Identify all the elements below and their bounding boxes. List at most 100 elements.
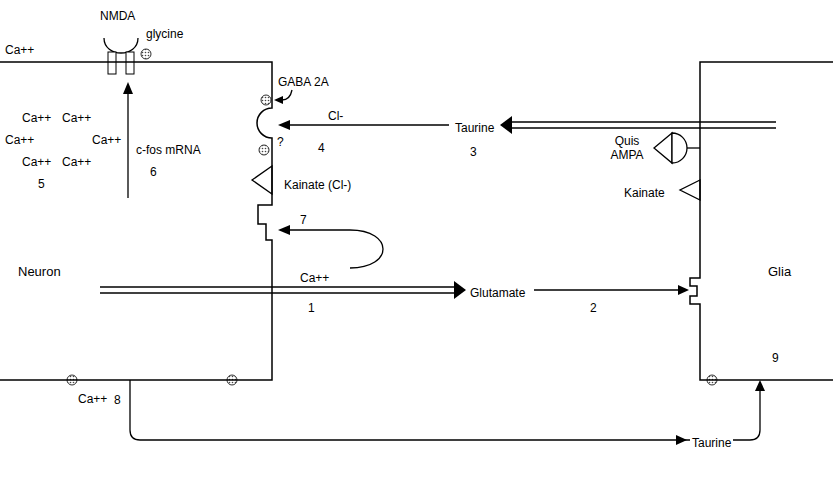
callout-number: 7 xyxy=(300,213,307,227)
label-holder: 7 xyxy=(300,210,307,228)
label-holder: Ca++ xyxy=(78,389,107,407)
label-holder: Ca++ xyxy=(5,40,34,58)
label-text: Kainate (Cl-) xyxy=(284,178,351,192)
double-arrow xyxy=(512,121,776,122)
label-holder: 4 xyxy=(318,138,325,156)
label-holder: 8 xyxy=(114,390,121,408)
nmda-channel xyxy=(108,52,116,74)
label-holder: Kainate (Cl-) xyxy=(284,175,351,193)
label-holder: Cl- xyxy=(328,106,343,124)
label-text: GABA 2A xyxy=(278,75,329,89)
arrow-head xyxy=(500,116,512,134)
label-holder: c-fos mRNA xyxy=(136,140,201,158)
callout-number: 9 xyxy=(772,351,779,365)
label-text: Quis AMPA xyxy=(604,134,650,162)
label-holder: Taurine xyxy=(690,433,733,451)
arrow-line xyxy=(127,92,128,198)
cell-name: Glia xyxy=(768,265,791,279)
label-text: Ca++ xyxy=(78,392,107,406)
membrane-line xyxy=(690,62,833,380)
callout-number: 1 xyxy=(308,301,315,315)
label-text: NMDA xyxy=(100,9,135,23)
label-text: Taurine xyxy=(455,121,494,135)
label-holder: Ca++ xyxy=(5,130,34,148)
callout-number: 2 xyxy=(590,301,597,315)
label-holder: Quis AMPA xyxy=(604,134,650,163)
label-holder: Ca++ xyxy=(22,152,51,170)
binding-site xyxy=(259,145,269,155)
kainate-receptor xyxy=(252,166,272,194)
arrow-head xyxy=(278,225,290,235)
double-arrow xyxy=(100,286,455,287)
curved-arrow xyxy=(288,230,383,268)
label-text: Kainate xyxy=(624,186,665,200)
double-arrow xyxy=(512,127,776,128)
label-holder: Ca++ xyxy=(300,268,329,286)
cell-region: Glia xyxy=(700,62,833,380)
label-holder: NMDA xyxy=(100,6,135,24)
cell-region: Neuron xyxy=(0,62,273,380)
label-holder: Kainate xyxy=(624,183,665,201)
label-holder: Ca++ xyxy=(92,130,121,148)
arrow-head xyxy=(278,120,290,130)
arrow-head xyxy=(676,435,687,445)
nmda-channel xyxy=(126,52,134,74)
arrow-head xyxy=(123,82,133,94)
label-text: Ca++ xyxy=(92,133,121,147)
arrow-line xyxy=(288,124,449,125)
membrane-line xyxy=(0,62,272,380)
callout-number: 6 xyxy=(150,165,157,179)
edge-label: Taurine xyxy=(690,436,733,450)
callout-number: 4 xyxy=(318,141,325,155)
arrow-head xyxy=(755,380,765,391)
label-holder: Ca++ xyxy=(62,152,91,170)
pointer-arrow xyxy=(282,90,292,100)
callout-number: 5 xyxy=(38,177,45,191)
label-text: Ca++ xyxy=(5,133,34,147)
label-text: glycine xyxy=(146,27,183,41)
label-holder: 9 xyxy=(772,348,779,366)
binding-site xyxy=(261,95,271,105)
arrow-head xyxy=(454,281,466,299)
label-holder: Glutamate xyxy=(470,283,525,301)
label-holder: glycine xyxy=(146,24,183,42)
label-holder: 6 xyxy=(150,162,157,180)
binding-site xyxy=(141,49,151,59)
label-holder: Taurine xyxy=(455,118,494,136)
label-text: Cl- xyxy=(328,109,343,123)
connector-line xyxy=(130,380,760,440)
nmda-cup xyxy=(104,38,138,53)
label-holder: ? xyxy=(277,132,284,150)
receptor-stem xyxy=(687,147,700,148)
callout-number: 3 xyxy=(470,145,477,159)
callout-number: 8 xyxy=(114,393,121,407)
arrow-line xyxy=(534,289,678,290)
label-holder: Ca++ xyxy=(22,108,51,126)
connector xyxy=(130,380,765,445)
label-holder: Ca++ xyxy=(62,108,91,126)
label-text: Ca++ xyxy=(5,43,34,57)
quis-receptor xyxy=(654,133,672,163)
kainate-receptor xyxy=(680,180,700,200)
cell-name: Neuron xyxy=(18,265,61,279)
arrow-head xyxy=(274,96,283,104)
label-holder: 5 xyxy=(38,174,45,192)
label-text: Ca++ xyxy=(62,111,91,125)
double-arrow xyxy=(100,292,455,293)
label-text: Ca++ xyxy=(22,155,51,169)
arrow-head xyxy=(678,285,689,295)
label-text: ? xyxy=(277,135,284,149)
label-text: Glutamate xyxy=(470,286,525,300)
quis-receptor xyxy=(672,133,687,163)
label-holder: 1 xyxy=(308,298,315,316)
membrane-outline xyxy=(0,62,273,380)
membrane-outline xyxy=(700,62,833,380)
label-holder: 2 xyxy=(590,298,597,316)
label-text: Ca++ xyxy=(300,271,329,285)
label-text: Ca++ xyxy=(62,155,91,169)
label-text: Ca++ xyxy=(22,111,51,125)
label-holder: GABA 2A xyxy=(278,72,329,90)
label-holder: 3 xyxy=(470,142,477,160)
